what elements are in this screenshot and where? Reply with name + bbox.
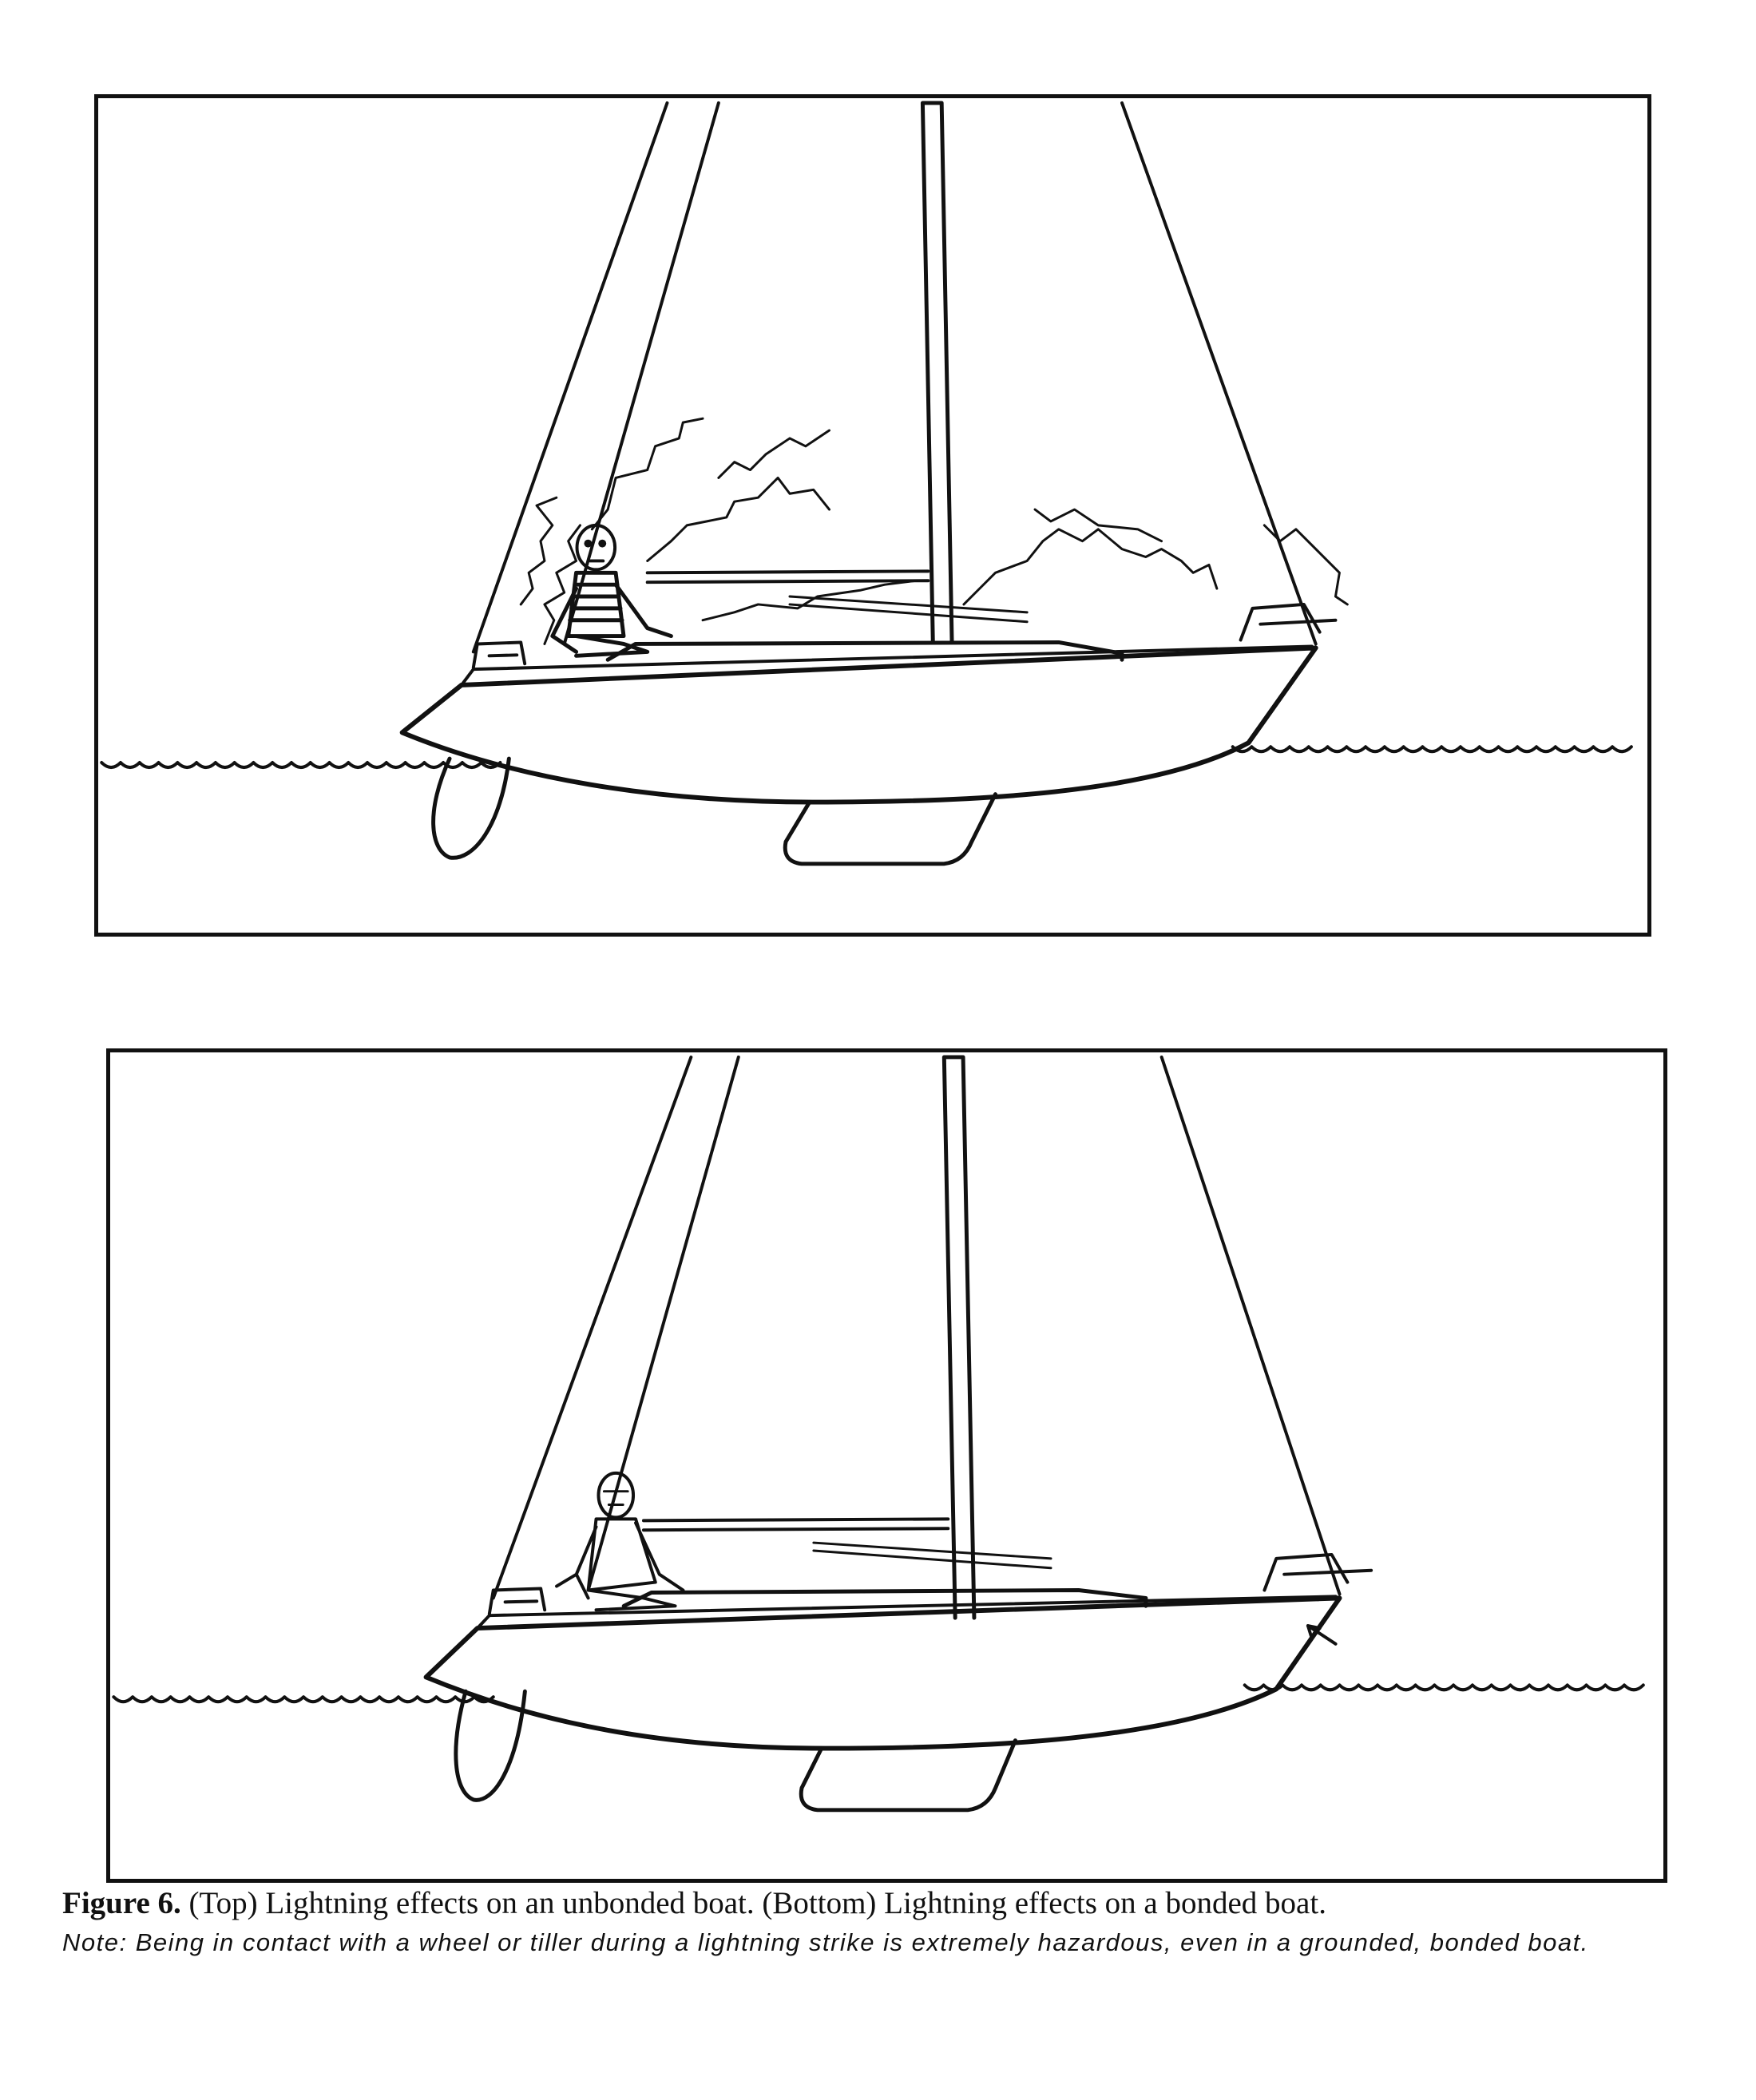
figure-caption: Figure 6. (Top) Lightning effects on an … [62,1884,1699,1959]
hull [423,1595,1342,1751]
backstay [471,101,720,654]
backstay [491,1055,740,1600]
mast [920,101,954,644]
bow-pulpit [1262,1552,1373,1592]
stern-rail [471,640,527,670]
mainsail-foot [812,1541,1052,1570]
keel [783,792,998,866]
conductor-arrow [1306,1624,1338,1646]
bow-pulpit [1239,602,1338,642]
hull [399,645,1318,805]
rudder [431,756,511,860]
unbonded-boat-illustration [100,101,1633,866]
deck-line [459,644,1314,687]
keel [799,1738,1017,1813]
bonded-boat-illustration [112,1055,1645,1813]
boom [645,569,930,584]
water-waves [112,1683,1645,1704]
forestay [1159,1055,1342,1596]
stern-rail [487,1587,547,1616]
mast [941,1055,977,1620]
boom [641,1517,950,1532]
caption-main: Figure 6. (Top) Lightning effects on an … [62,1884,1699,1923]
skeleton-figure [550,523,673,658]
person-figure [555,1471,685,1612]
water-waves [100,745,1633,769]
caption-note: Note: Being in contact with a wheel or t… [62,1928,1589,1956]
forestay [1120,101,1318,646]
rudder [454,1689,527,1802]
deck-line [475,1595,1338,1630]
mainsail-foot [788,595,1029,624]
cabin [605,640,1124,662]
top-illustration-panel [94,94,1651,937]
figure-label: Figure 6. [62,1886,181,1920]
bottom-illustration-panel [106,1048,1667,1883]
lightning-arcs [519,417,1349,645]
figure-caption-text: (Top) Lightning effects on an unbonded b… [188,1886,1326,1920]
